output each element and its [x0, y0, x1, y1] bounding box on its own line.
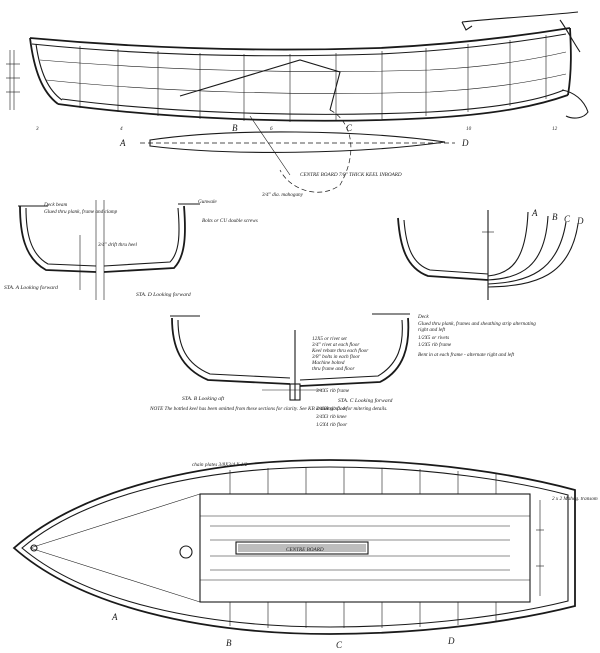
profile-station-d: D — [461, 138, 469, 148]
mid-note-left-5: Machine bolted — [311, 360, 345, 366]
frame-number-6: 6 — [270, 126, 273, 132]
tiller-end — [461, 21, 473, 31]
profile-station-a: A — [119, 138, 126, 148]
profile-frames — [79, 35, 547, 122]
mid-bottom-note-2: 3/4X8 rib floor — [316, 405, 348, 412]
chain-plate-note: chain plates 3/8X3/4 X 1/2 — [192, 461, 248, 468]
bow-diag-1 — [29, 493, 201, 549]
stem-label-c: C — [564, 214, 571, 224]
stringer-1 — [39, 51, 567, 72]
stem-label-a: A — [531, 208, 538, 218]
body-plan: A B C D — [397, 208, 584, 300]
mid-note-right-4: 1/2X5 or rivets — [418, 335, 449, 341]
mid-bottom-note-3: 3/4X3 rib knee — [316, 413, 347, 420]
mid-note-right-6: Bent in at each frame - alternate right … — [418, 351, 515, 358]
rudder-blade — [561, 89, 589, 119]
deck-beam-note: Deck beam — [43, 202, 67, 208]
mid-bottom-note-4: 1/2X4 rib floor — [316, 421, 348, 428]
gunwale-note: Gunwale — [198, 199, 217, 205]
sta-b-hull — [171, 317, 291, 385]
sta-d-frame — [103, 207, 180, 267]
midsection-keel — [289, 383, 301, 401]
sta-b-frame — [177, 319, 291, 379]
bow-stem-inner — [35, 43, 63, 101]
centreboard-slot — [235, 541, 369, 555]
sta-a-frame — [25, 207, 97, 267]
stem-label-b: B — [552, 212, 558, 222]
rudder-head — [559, 19, 581, 53]
bow-eye — [30, 544, 38, 552]
profile-letter-c: C — [346, 123, 353, 133]
midsection: 12X5 or rivet set 3/4" rivet at each flo… — [149, 313, 536, 428]
mid-note-left-3: Keel rebate thru each floor — [311, 347, 369, 354]
tiller — [461, 11, 579, 23]
mid-note-right-1: Deck — [417, 314, 429, 320]
plan-station-c: C — [336, 640, 343, 650]
plan-view: CENTRE BOARD chain plates 3/8X3/4 X 1/2 … — [12, 459, 598, 650]
transom-note: 2 x 2 Mahog. transom — [552, 496, 598, 502]
blocking-note: Glued thru plank, frame and clamp — [44, 208, 118, 215]
plan-station-a: A — [111, 612, 118, 622]
centreboard-trunk — [179, 59, 341, 111]
centreboard-label: CENTRE BOARD — [286, 547, 324, 553]
profile-view: A D B C 3 4 6 10 12 CENTRE BOARD 7/8" TH… — [6, 11, 589, 198]
plan-hull-outline — [12, 459, 576, 635]
mid-note-right-3: right and left — [418, 326, 446, 333]
sta-c-hull — [299, 317, 410, 387]
sta-b-caption: STA. B Looking aft — [182, 395, 225, 402]
plan-frames — [229, 467, 497, 628]
mid-note-left-4: 3/8" bolts in each floor — [312, 353, 361, 360]
keel-note: 3/4" dia. mahogany — [262, 191, 304, 198]
centreboard-section — [149, 131, 446, 153]
body-plan-station-c — [487, 221, 567, 285]
rivet-note: 3/4" drift thru heel — [98, 241, 137, 248]
frame-number-4: 4 — [120, 125, 123, 132]
sheer-inner — [31, 33, 567, 57]
sta-a-hull — [19, 205, 97, 273]
sta-a-caption: STA. A Looking forward — [4, 284, 58, 291]
stem-label-d: D — [576, 216, 584, 226]
plan-station-d: D — [447, 636, 455, 646]
plan-hull-inner — [21, 466, 569, 628]
midsection-footnote: NOTE The bottled keel has been omitted f… — [149, 405, 388, 412]
sheer-line — [29, 27, 571, 51]
sta-d-caption: STA. D Looking forward — [136, 291, 191, 298]
body-plan-station-a — [487, 211, 529, 277]
frame-number-3: 3 — [36, 126, 39, 132]
centreboard-slot-fill — [238, 544, 366, 552]
section-sta-a: Deck beam Glued thru plank, frame and cl… — [4, 200, 137, 300]
frame-number-10: 10 — [466, 126, 472, 132]
mid-note-right-5: 1/2X5 rib frame — [418, 341, 452, 348]
centreboard-swing — [279, 109, 352, 193]
profile-letter-b: B — [232, 123, 238, 133]
stringer-2 — [45, 73, 567, 94]
mid-note-left-1: 12X5 or rivet set — [312, 336, 347, 342]
body-plan-hull-left — [397, 217, 489, 281]
bow-diag-2 — [29, 547, 201, 603]
keel-line — [57, 94, 569, 122]
body-plan-frame-left — [403, 219, 489, 275]
frame-number-12: 12 — [552, 126, 558, 132]
centre-board-note: CENTRE BOARD 7/8" THICK KEEL INBOARD — [300, 172, 402, 178]
sta-c-frame — [299, 319, 403, 381]
mid-note-right-2: Glued thru plank, frames and sheathing s… — [418, 320, 536, 327]
body-plan-station-b — [487, 223, 579, 288]
mid-note-left-6: thru frame and floor — [312, 365, 355, 372]
keel-inner — [61, 89, 565, 115]
section-sta-d: Gunwale Bolts or CU double screws STA. D… — [103, 199, 258, 300]
fastening-note: Bolts or CU double screws — [202, 218, 258, 224]
cockpit-outline — [199, 493, 531, 603]
mid-bottom-note-1: 3/4X5 rib frame — [316, 387, 350, 394]
sta-c-caption: STA. C Looking forward — [338, 397, 393, 404]
mid-note-left-2: 3/4" rivet at each floor — [312, 341, 360, 348]
transom — [567, 27, 572, 96]
bow-stem — [29, 37, 59, 105]
body-plan-station-d — [487, 215, 549, 281]
plan-station-b: B — [226, 638, 232, 648]
mast-step — [179, 545, 193, 559]
sta-d-hull — [103, 205, 186, 273]
